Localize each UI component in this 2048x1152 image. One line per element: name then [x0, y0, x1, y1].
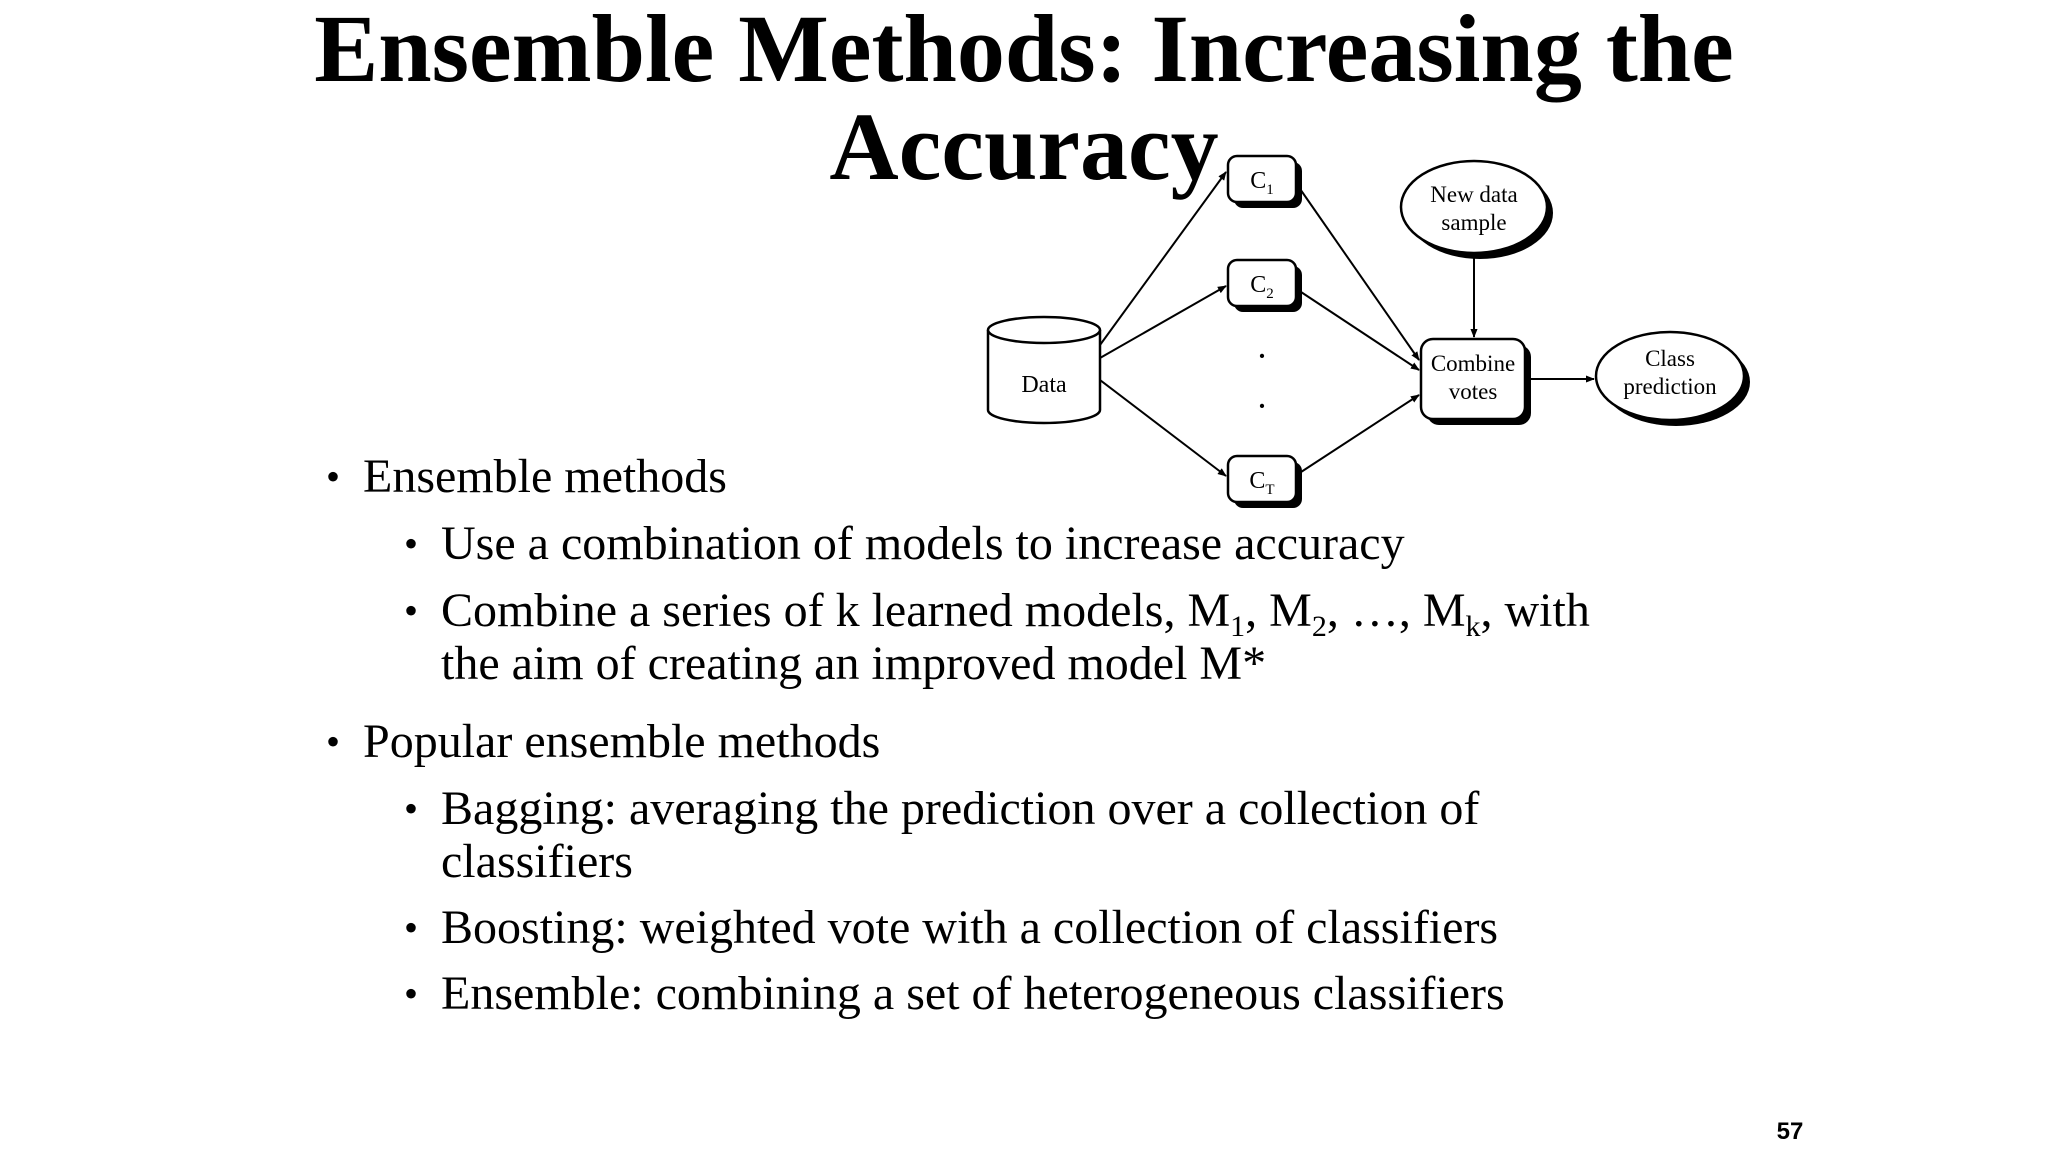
- arrow-c2-to-combine: [1297, 289, 1420, 371]
- bullet-dot: •: [404, 971, 419, 1016]
- subscript-1: 1: [1230, 610, 1246, 643]
- bullet-ensemble-methods: Ensemble methods: [363, 450, 727, 503]
- svg-text:C1: C1: [1250, 168, 1274, 198]
- new-data-sample-line-2: sample: [1441, 210, 1506, 235]
- bullet-dot: •: [326, 719, 341, 764]
- classifier-c1: C1: [1226, 154, 1302, 208]
- class-prediction-line-1: Class: [1645, 346, 1695, 371]
- arrow-ct-to-combine: [1297, 394, 1420, 475]
- arrow-data-to-c1: [1099, 171, 1227, 346]
- class-prediction-line-2: prediction: [1623, 374, 1717, 399]
- data-cylinder: Data: [986, 315, 1102, 425]
- ellipsis-dot-1: ·: [1256, 336, 1268, 376]
- combine-votes-node: Combine votes: [1419, 337, 1531, 425]
- bullet-dot: •: [326, 454, 341, 499]
- classifier-c2-label: C: [1250, 272, 1266, 298]
- svg-text:CT: CT: [1249, 468, 1274, 498]
- bullet-combine-series-text-3: , …, M: [1326, 584, 1466, 637]
- arrow-c1-to-combine: [1297, 185, 1420, 361]
- bullet-boosting: Boosting: weighted vote with a collectio…: [441, 901, 1499, 954]
- data-label: Data: [1021, 372, 1067, 398]
- ellipsis-dot-2: ·: [1256, 386, 1268, 426]
- svg-text:C2: C2: [1250, 272, 1274, 302]
- bullet-ensemble: Ensemble: combining a set of heterogeneo…: [441, 967, 1505, 1020]
- new-data-sample-node: New data sample: [1399, 159, 1553, 259]
- bullet-bagging-line-2: classifiers: [441, 835, 633, 888]
- classifier-ct: CT: [1226, 454, 1302, 508]
- bullet-combine-series-line-2: the aim of creating an improved model M*: [441, 637, 1267, 690]
- combine-votes-line-2: votes: [1449, 379, 1498, 404]
- bullet-use-combination: Use a combination of models to increase …: [441, 517, 1405, 570]
- classifier-c1-label: C: [1250, 168, 1266, 194]
- subscript-k: k: [1465, 610, 1481, 643]
- subscript-2: 2: [1311, 610, 1327, 643]
- bullet-dot: •: [404, 905, 419, 950]
- bullet-combine-series: Combine a series of k learned models, M1…: [441, 584, 1590, 642]
- bullet-combine-series-text-1: Combine a series of k learned models, M: [441, 584, 1231, 637]
- bullet-dot: •: [404, 588, 419, 633]
- classifier-c1-subscript: 1: [1266, 182, 1274, 198]
- arrow-data-to-ct: [1099, 379, 1227, 477]
- slide-title: Ensemble Methods: Increasing the Accurac…: [0, 0, 2048, 196]
- class-prediction-node: Class prediction: [1594, 330, 1750, 426]
- arrow-data-to-c2: [1099, 285, 1227, 359]
- bullet-dot: •: [404, 521, 419, 566]
- bullet-bagging: Bagging: averaging the prediction over a…: [441, 782, 1480, 835]
- bullet-combine-series-text-4: , with: [1480, 584, 1590, 637]
- classifier-ct-subscript: T: [1265, 482, 1274, 498]
- classifier-c2: C2: [1226, 258, 1302, 312]
- bullet-combine-series-text-2: , M: [1245, 584, 1312, 637]
- page-number: 57: [1776, 1118, 1804, 1145]
- slide-title-line-2: Accuracy: [829, 93, 1219, 200]
- bullet-dot: •: [404, 786, 419, 831]
- slide-title-line-1: Ensemble Methods: Increasing the: [314, 0, 1734, 102]
- combine-votes-line-1: Combine: [1431, 351, 1515, 376]
- new-data-sample-line-1: New data: [1430, 182, 1518, 207]
- bullet-popular-ensemble-methods: Popular ensemble methods: [363, 715, 881, 768]
- classifier-c2-subscript: 2: [1266, 286, 1274, 302]
- classifier-ct-label: C: [1249, 468, 1265, 494]
